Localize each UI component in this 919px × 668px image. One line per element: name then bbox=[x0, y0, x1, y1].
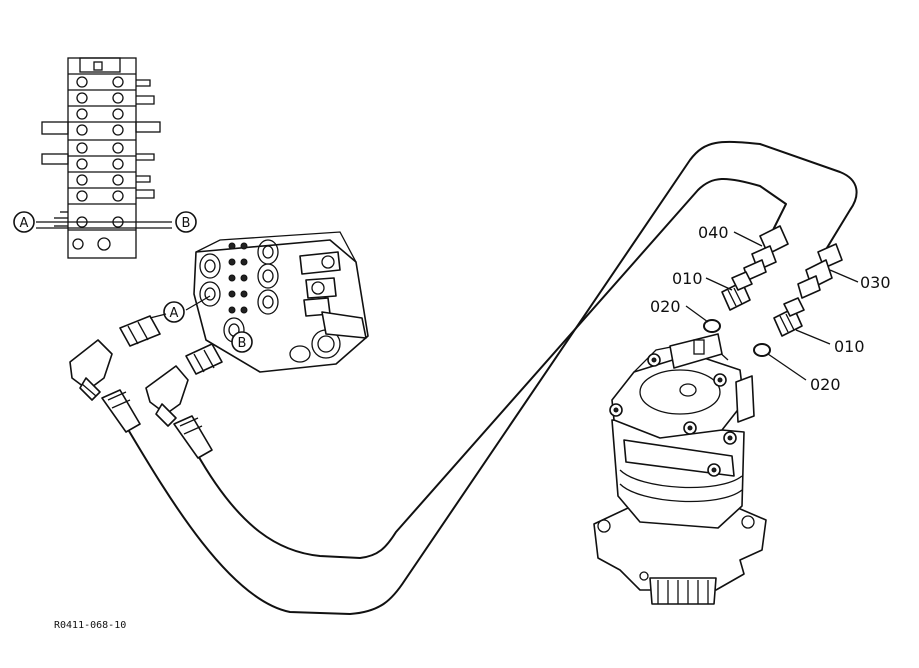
hose-end-040 bbox=[743, 225, 789, 281]
hose-end-030 bbox=[797, 243, 843, 299]
hose-end-a bbox=[101, 389, 141, 433]
elbow-fitting-a bbox=[69, 339, 113, 401]
marker-a-label: A bbox=[20, 216, 29, 231]
nipple-fitting-a bbox=[119, 313, 167, 347]
marker-a-valve-label: A bbox=[170, 306, 179, 321]
callout-030: 030 bbox=[860, 273, 891, 292]
marker-b-circle bbox=[175, 211, 197, 233]
o-ring-020-a bbox=[703, 319, 721, 333]
marker-b-valve-circle bbox=[231, 331, 253, 353]
control-valve-schematic: A B bbox=[13, 57, 197, 259]
elbow-fitting-b bbox=[145, 365, 189, 427]
hydraulic-hose-outer bbox=[125, 140, 858, 615]
leader-lines bbox=[685, 231, 859, 381]
callout-010-b: 010 bbox=[834, 337, 865, 356]
swing-motor bbox=[593, 333, 767, 605]
hydraulic-hose-inner bbox=[195, 177, 787, 559]
callout-020-b: 020 bbox=[810, 375, 841, 394]
adapter-010-b bbox=[773, 297, 805, 337]
nipple-fitting-b bbox=[185, 343, 223, 375]
adapter-010-a bbox=[721, 271, 753, 311]
hose-end-b bbox=[173, 415, 213, 459]
control-valve-body bbox=[193, 231, 369, 373]
callout-020-a: 020 bbox=[650, 297, 681, 316]
marker-b-valve-label: B bbox=[238, 336, 247, 351]
drawing-code: R0411-068-10 bbox=[54, 620, 126, 631]
o-ring-020-b bbox=[753, 343, 771, 357]
marker-a-valve-circle bbox=[163, 301, 185, 323]
marker-a-circle bbox=[13, 211, 35, 233]
marker-b-label: B bbox=[182, 216, 191, 231]
callout-010-a: 010 bbox=[672, 269, 703, 288]
callout-040: 040 bbox=[698, 223, 729, 242]
